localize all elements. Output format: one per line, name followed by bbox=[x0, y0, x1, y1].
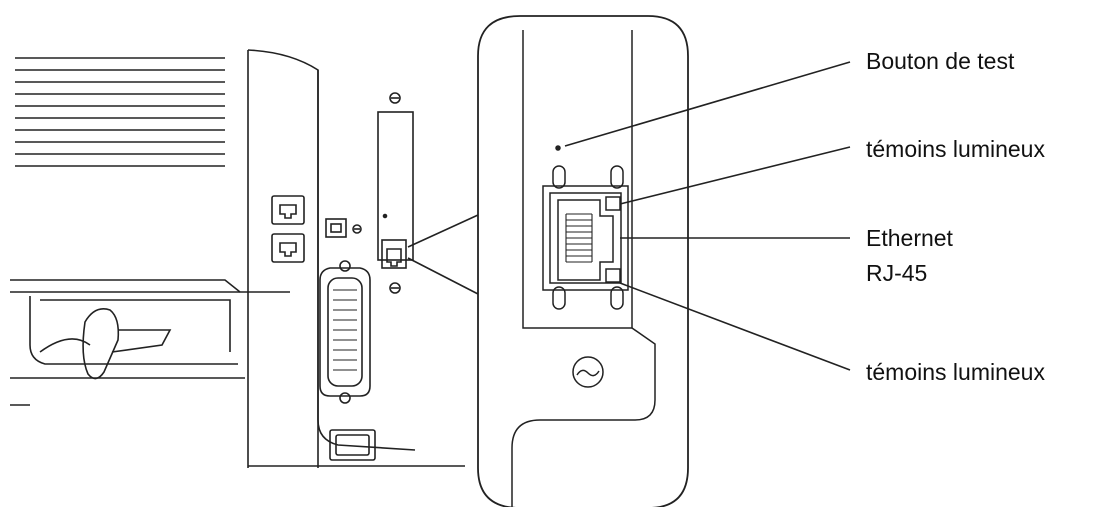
panel-screw bbox=[572, 356, 604, 388]
leader-leds-top bbox=[619, 146, 851, 205]
leader-test-button bbox=[564, 61, 851, 147]
usb-port bbox=[325, 218, 362, 238]
parallel-port bbox=[319, 260, 371, 404]
printer-right-edge bbox=[247, 49, 319, 468]
test-button-hole bbox=[555, 145, 561, 151]
printer-inner-panel bbox=[317, 70, 416, 451]
zoom-callout bbox=[477, 15, 689, 507]
leader-lines bbox=[564, 61, 851, 371]
power-switch bbox=[329, 429, 376, 461]
label-ethernet-line2: RJ-45 bbox=[866, 260, 927, 286]
rj45-jack bbox=[542, 185, 629, 291]
network-card-slot bbox=[377, 92, 414, 294]
led-top bbox=[605, 196, 621, 211]
label-test-button: Bouton de test bbox=[866, 48, 1015, 74]
leader-leds-bottom bbox=[619, 282, 851, 371]
printer-rear-view bbox=[10, 49, 465, 468]
vent-grille bbox=[15, 57, 225, 167]
label-leds-top: témoins lumineux bbox=[866, 136, 1045, 162]
line-port-bottom bbox=[271, 233, 305, 263]
label-ethernet-line1: Ethernet bbox=[866, 225, 954, 251]
line-port-top bbox=[271, 195, 305, 225]
callout-frame bbox=[477, 15, 689, 507]
paper-feeder bbox=[10, 279, 290, 406]
label-leds-bottom: témoins lumineux bbox=[866, 359, 1045, 385]
card-panel bbox=[522, 30, 633, 329]
led-bottom bbox=[605, 268, 621, 283]
zoom-lines bbox=[407, 214, 479, 295]
